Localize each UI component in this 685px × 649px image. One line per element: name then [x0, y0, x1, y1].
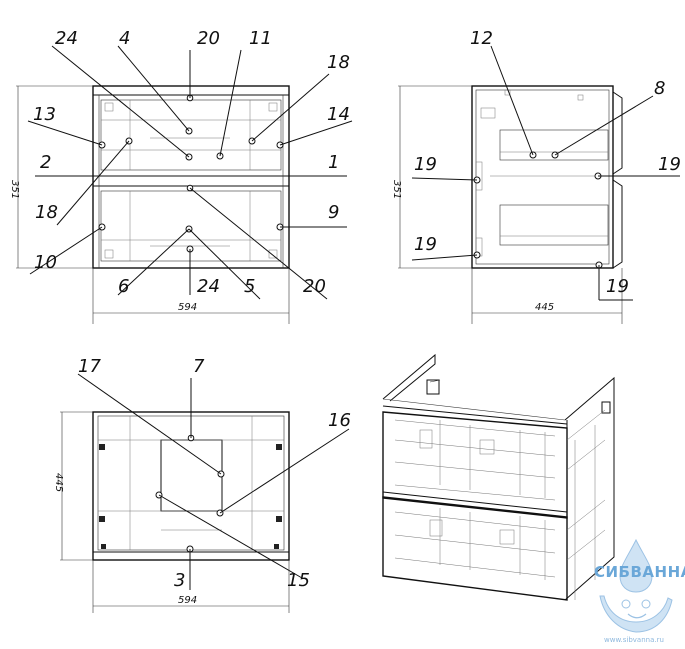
water-drop-icon	[619, 538, 653, 593]
callout-label: 2	[40, 152, 51, 173]
callout-label: 16	[328, 410, 351, 431]
isometric-view	[382, 353, 615, 601]
side-view: 12 8 19 19 19 19 351 445	[391, 28, 681, 324]
callout-label: 9	[328, 202, 339, 223]
callout-label: 7	[193, 356, 205, 377]
callout-label: 12	[470, 28, 493, 49]
callout-label: 3	[174, 570, 185, 591]
depth-dimension: 445	[535, 302, 554, 313]
width-dimension: 594	[178, 595, 197, 606]
callout-label: 15	[287, 570, 310, 591]
callout-label: 20	[303, 276, 326, 297]
callout-label: 13	[33, 104, 56, 125]
callout-label: 5	[244, 276, 255, 297]
top-view: 17 7 16 3 15 445 594	[53, 356, 351, 613]
callout-label: 1	[328, 152, 339, 173]
callout-label: 11	[249, 28, 272, 49]
bathtub-icon	[599, 595, 673, 633]
callout-label: 24	[197, 276, 220, 297]
height-dimension: 351	[391, 180, 402, 199]
callout-label: 19	[606, 276, 629, 297]
callout-label: 10	[34, 252, 57, 273]
width-dimension: 594	[178, 302, 197, 313]
callout-label: 19	[658, 154, 681, 175]
callout-label: 8	[654, 78, 665, 99]
sibvanna-logo: СИБВАННА www.sibvanna.ru	[594, 538, 685, 644]
callout-label: 14	[327, 104, 350, 125]
depth-dimension: 445	[53, 473, 64, 492]
callout-label: 24	[55, 28, 78, 49]
callout-label: 19	[414, 234, 437, 255]
callout-label: 18	[35, 202, 58, 223]
callout-label: 4	[119, 28, 130, 49]
callout-label: 6	[118, 276, 129, 297]
logo-name: СИБВАННА	[594, 563, 685, 581]
logo-url: www.sibvanna.ru	[604, 636, 664, 644]
callout-label: 19	[414, 154, 437, 175]
callout-label: 18	[327, 52, 350, 73]
height-dimension: 351	[9, 180, 20, 199]
callout-label: 20	[197, 28, 220, 49]
callout-label: 17	[78, 356, 101, 377]
front-view: 24 4 20 11 18 13 14 2 1 18 9 10 6 24 5 2…	[9, 28, 353, 324]
